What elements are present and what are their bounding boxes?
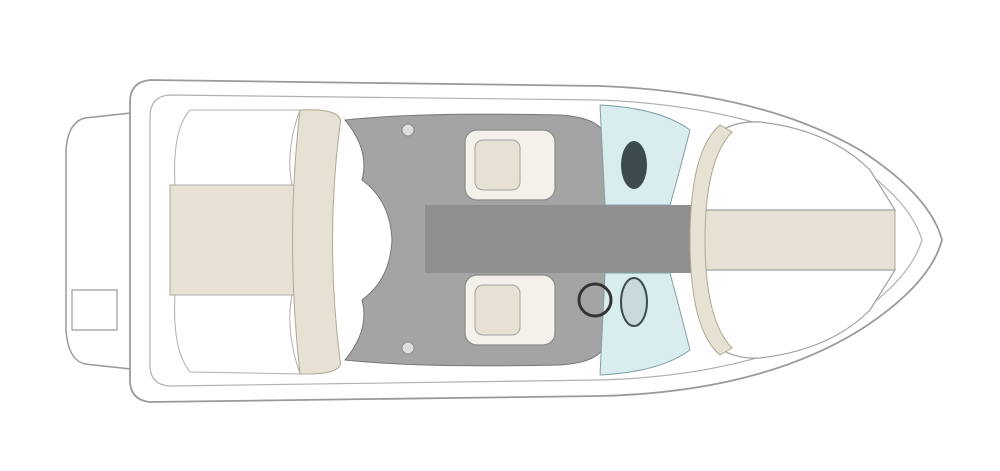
port-console <box>621 141 647 189</box>
swim-platform <box>65 111 141 371</box>
captain-seat <box>464 129 556 201</box>
rear-sunpad <box>169 184 301 296</box>
rear-seat-band <box>292 109 341 375</box>
rear-seat-back-bottom <box>174 294 301 375</box>
cleat-starboard <box>401 341 415 355</box>
boarding-ladder <box>71 289 118 331</box>
center-walkway <box>425 205 700 273</box>
bow-walkway-cushion <box>699 209 896 271</box>
steering-wheel <box>577 282 613 318</box>
helm-console <box>620 277 648 327</box>
cleat-port <box>401 123 415 137</box>
bow-seat-band <box>689 124 733 356</box>
rear-seat-back-top <box>174 109 301 186</box>
passenger-seat <box>464 274 556 346</box>
